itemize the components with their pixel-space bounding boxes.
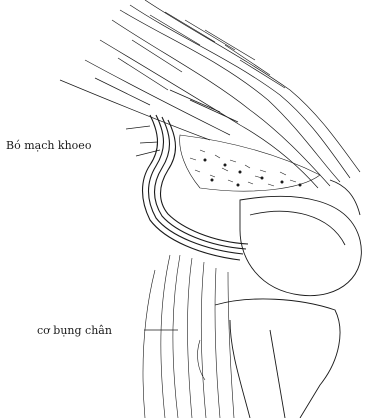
popliteal-fossa-fat [180,135,320,191]
gastrocnemius-label: cơ bụng chân [37,324,112,337]
popliteal-bundle-leader-lines [126,126,160,156]
thigh-muscles [60,0,360,188]
calf-muscles [143,255,234,418]
tibia [215,299,340,418]
popliteal-bundle-label: Bó mạch khoeo [6,139,92,152]
popliteal-vessels [143,115,249,260]
femur-condyle [240,180,361,296]
